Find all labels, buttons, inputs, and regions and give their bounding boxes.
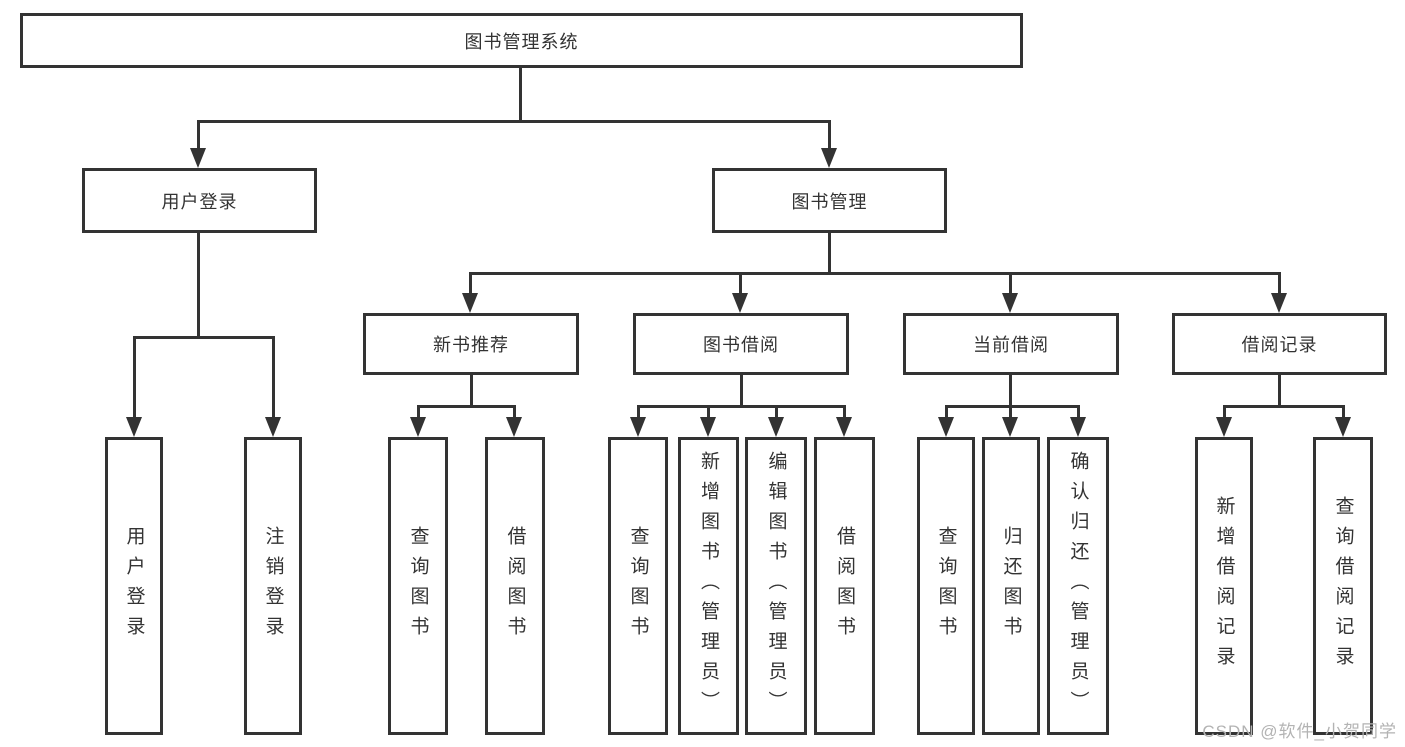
connector-line	[272, 336, 275, 419]
node-leaf-confirm-return-admin: 确认归还（管理员）	[1047, 437, 1109, 735]
node-leaf-query-book-1-label: 查询图书	[407, 526, 429, 646]
arrow-down-icon	[821, 148, 837, 168]
node-leaf-query-book-2-label: 查询图书	[627, 526, 649, 646]
connector-line	[740, 375, 743, 408]
connector-line	[1342, 405, 1345, 419]
arrow-down-icon	[768, 417, 784, 437]
connector-line	[945, 405, 1080, 408]
node-current-borrow-label: 当前借阅	[973, 335, 1049, 355]
connector-line	[1278, 375, 1281, 408]
arrow-down-icon	[190, 148, 206, 168]
node-root: 图书管理系统	[20, 13, 1023, 68]
node-new-book-recommend: 新书推荐	[363, 313, 579, 375]
connector-line	[707, 405, 710, 419]
connector-line	[1009, 375, 1012, 408]
node-borrow-record: 借阅记录	[1172, 313, 1387, 375]
arrow-down-icon	[630, 417, 646, 437]
node-leaf-add-book-admin-label: 新增图书（管理员）	[698, 451, 719, 721]
node-leaf-logout-label: 注销登录	[262, 526, 284, 646]
arrow-down-icon	[1002, 293, 1018, 313]
connector-line	[133, 336, 136, 419]
arrow-down-icon	[126, 417, 142, 437]
connector-line	[417, 405, 420, 419]
node-leaf-logout: 注销登录	[244, 437, 302, 735]
arrow-down-icon	[700, 417, 716, 437]
connector-line	[519, 68, 522, 123]
connector-line	[470, 375, 473, 408]
node-book-borrow-label: 图书借阅	[703, 335, 779, 355]
arrow-down-icon	[938, 417, 954, 437]
connector-line	[1223, 405, 1226, 419]
node-leaf-add-book-admin: 新增图书（管理员）	[678, 437, 739, 735]
connector-line	[197, 120, 831, 123]
arrow-down-icon	[1335, 417, 1351, 437]
connector-line	[1009, 272, 1012, 295]
arrow-down-icon	[265, 417, 281, 437]
connector-line	[775, 405, 778, 419]
connector-line	[828, 120, 831, 150]
connector-line	[1223, 405, 1345, 408]
node-leaf-borrow-book-2: 借阅图书	[814, 437, 875, 735]
node-book-borrow: 图书借阅	[633, 313, 849, 375]
node-user-login-label: 用户登录	[161, 191, 238, 212]
arrow-down-icon	[1271, 293, 1287, 313]
watermark-text: CSDN @软件_小贺同学	[1202, 722, 1397, 741]
node-leaf-return-book-label: 归还图书	[1000, 526, 1022, 646]
connector-line	[469, 272, 472, 295]
node-leaf-query-book-3-label: 查询图书	[935, 526, 957, 646]
connector-line	[513, 405, 516, 419]
connector-line	[1077, 405, 1080, 419]
connector-line	[197, 120, 200, 150]
connector-line	[197, 233, 200, 338]
node-leaf-query-borrow-record-label: 查询借阅记录	[1332, 496, 1354, 676]
node-leaf-query-borrow-record: 查询借阅记录	[1313, 437, 1373, 735]
arrow-down-icon	[836, 417, 852, 437]
node-book-management: 图书管理	[712, 168, 947, 233]
connector-line	[843, 405, 846, 419]
node-new-book-recommend-label: 新书推荐	[433, 335, 509, 355]
node-leaf-add-borrow-record-label: 新增借阅记录	[1213, 496, 1235, 676]
arrow-down-icon	[462, 293, 478, 313]
arrow-down-icon	[410, 417, 426, 437]
connector-line	[828, 233, 831, 275]
node-leaf-return-book: 归还图书	[982, 437, 1040, 735]
connector-line	[417, 405, 516, 408]
node-leaf-borrow-book-1: 借阅图书	[485, 437, 545, 735]
arrow-down-icon	[1002, 417, 1018, 437]
connector-line	[469, 272, 1281, 275]
connector-line	[739, 272, 742, 295]
node-leaf-borrow-book-1-label: 借阅图书	[504, 526, 526, 646]
node-leaf-query-book-1: 查询图书	[388, 437, 448, 735]
node-leaf-borrow-book-2-label: 借阅图书	[834, 526, 855, 646]
connector-line	[945, 405, 948, 419]
connector-line	[133, 336, 275, 339]
node-current-borrow: 当前借阅	[903, 313, 1119, 375]
arrow-down-icon	[732, 293, 748, 313]
arrow-down-icon	[1216, 417, 1232, 437]
node-leaf-user-login-label: 用户登录	[123, 526, 145, 646]
node-leaf-edit-book-admin-label: 编辑图书（管理员）	[765, 451, 787, 721]
node-user-login: 用户登录	[82, 168, 317, 233]
node-root-label: 图书管理系统	[464, 31, 579, 52]
node-borrow-record-label: 借阅记录	[1241, 335, 1318, 355]
connector-line	[1278, 272, 1281, 295]
node-leaf-confirm-return-admin-label: 确认归还（管理员）	[1067, 451, 1089, 721]
node-leaf-query-book-2: 查询图书	[608, 437, 668, 735]
node-book-management-label: 图书管理	[791, 191, 868, 212]
arrow-down-icon	[1070, 417, 1086, 437]
node-leaf-edit-book-admin: 编辑图书（管理员）	[745, 437, 807, 735]
connector-line	[637, 405, 640, 419]
connector-line	[637, 405, 846, 408]
connector-line	[1009, 405, 1012, 419]
node-leaf-user-login: 用户登录	[105, 437, 163, 735]
arrow-down-icon	[506, 417, 522, 437]
node-leaf-query-book-3: 查询图书	[917, 437, 975, 735]
node-leaf-add-borrow-record: 新增借阅记录	[1195, 437, 1253, 735]
